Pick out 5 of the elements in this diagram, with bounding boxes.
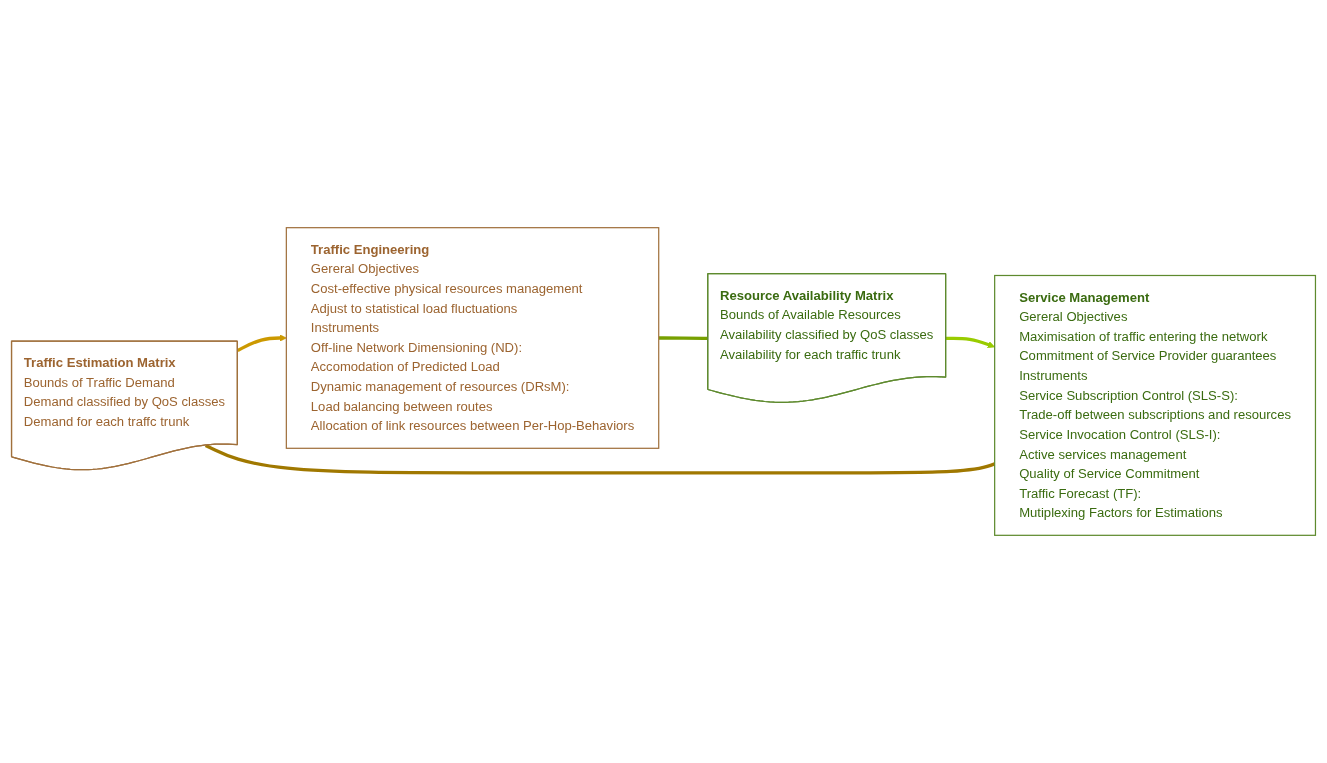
arrow: [236, 334, 287, 352]
node-box: Traffic Engineering Gereral Objectives Cost-effective physical resources management Adjust to statistical load fluctuations Instruments Off-line Network Dimensioning (ND): Accomodation of Predicted Load Dynamic management of resources (DRsM): Load balancing between routes Allocation of link resources between Per-Hop-Behaviors: [285, 227, 660, 449]
arrow: [946, 336, 995, 349]
node-box: Service Management Gereral Objectives Maximisation of traffic entering the network Commitment of Service Provider guarantees Instruments Service Subscription Control (SLS-S): Trade-off between subscriptions and resources Service Invocation Control (SLS-I): Active services management Quality of Service Commitment Traffic Forecast (TF): Mutiplexing Factors for Estimations: [994, 274, 1317, 536]
connector: [658, 336, 709, 341]
